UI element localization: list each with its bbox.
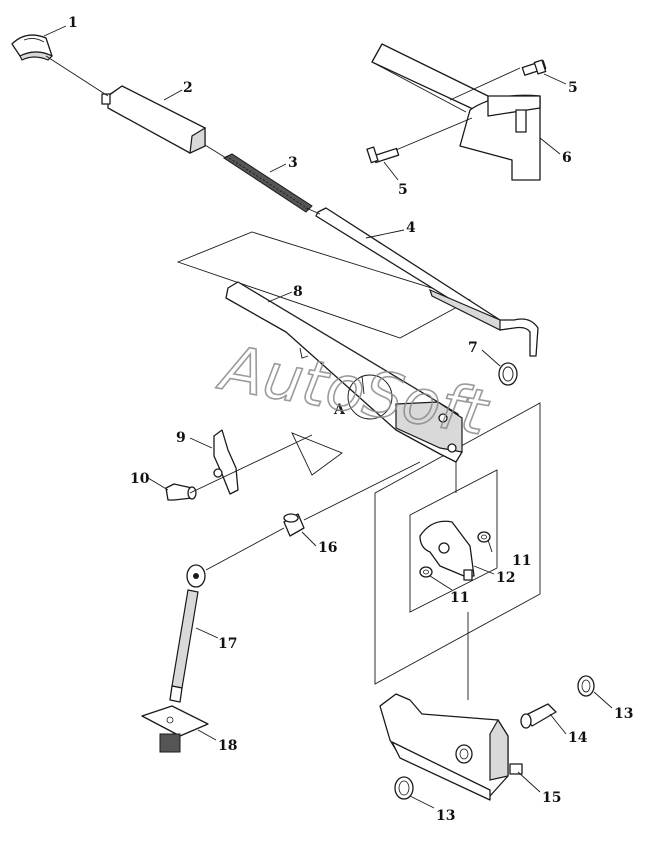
part-6-bracket-cover bbox=[371, 43, 541, 181]
part-5-screw-lower bbox=[366, 146, 400, 164]
detail-a-label: A bbox=[333, 402, 346, 418]
part-5-screw-upper bbox=[521, 59, 547, 76]
callout-10: 10 bbox=[130, 471, 150, 487]
detail-a-leader bbox=[291, 432, 343, 476]
callout-16: 16 bbox=[318, 540, 337, 556]
callout-9: 9 bbox=[176, 430, 186, 446]
part-11-washer-upper bbox=[477, 531, 491, 543]
callout-4: 4 bbox=[406, 220, 416, 236]
callout-17: 17 bbox=[218, 636, 237, 652]
assembly-axis-lines bbox=[45, 55, 521, 700]
part-12-sector-plate bbox=[419, 520, 475, 581]
callout-3: 3 bbox=[288, 155, 298, 171]
part-17-strut bbox=[169, 564, 206, 703]
callout-labels: 1 2 3 4 5 5 6 7 8 9 10 11 11 12 13 13 14… bbox=[68, 15, 633, 824]
callout-11-lower: 11 bbox=[450, 590, 469, 606]
callout-13-lower: 13 bbox=[436, 808, 455, 824]
callout-5-upper: 5 bbox=[568, 80, 578, 96]
detail-a-circle bbox=[347, 374, 393, 420]
callout-leaders bbox=[43, 25, 613, 809]
callout-1: 1 bbox=[68, 15, 78, 31]
part-18-mounting-plate bbox=[141, 705, 209, 753]
callout-18: 18 bbox=[218, 738, 237, 754]
callout-2: 2 bbox=[183, 80, 193, 96]
part-7-retaining-ring bbox=[498, 362, 518, 386]
part-13-clip-lower bbox=[394, 776, 414, 800]
callout-5-lower: 5 bbox=[398, 182, 408, 198]
callout-12: 12 bbox=[496, 570, 515, 586]
part-10-pin bbox=[165, 483, 197, 501]
callout-6: 6 bbox=[562, 150, 572, 166]
bracket-detail-outline bbox=[409, 469, 498, 613]
callout-14: 14 bbox=[568, 730, 588, 746]
part-9-pawl bbox=[213, 429, 239, 495]
callout-13-upper: 13 bbox=[614, 706, 633, 722]
part-14-pivot-pin bbox=[520, 703, 557, 729]
bracket-plane-outline bbox=[374, 402, 541, 685]
part-11-washer-lower bbox=[419, 566, 433, 578]
callout-8: 8 bbox=[293, 284, 303, 300]
part-13-clip-upper bbox=[577, 675, 595, 697]
part-4-release-rod bbox=[315, 207, 539, 357]
part-3-spring bbox=[223, 153, 313, 213]
callout-15: 15 bbox=[542, 790, 561, 806]
callout-11-upper: 11 bbox=[512, 553, 531, 569]
part-1-end-cap bbox=[11, 34, 54, 61]
callout-7: 7 bbox=[468, 340, 478, 356]
watermark: AutoSoft bbox=[212, 330, 495, 449]
part-15-base-bracket bbox=[379, 693, 523, 801]
part-2-handle-grip bbox=[101, 85, 206, 154]
part-16-bushing bbox=[283, 513, 305, 537]
